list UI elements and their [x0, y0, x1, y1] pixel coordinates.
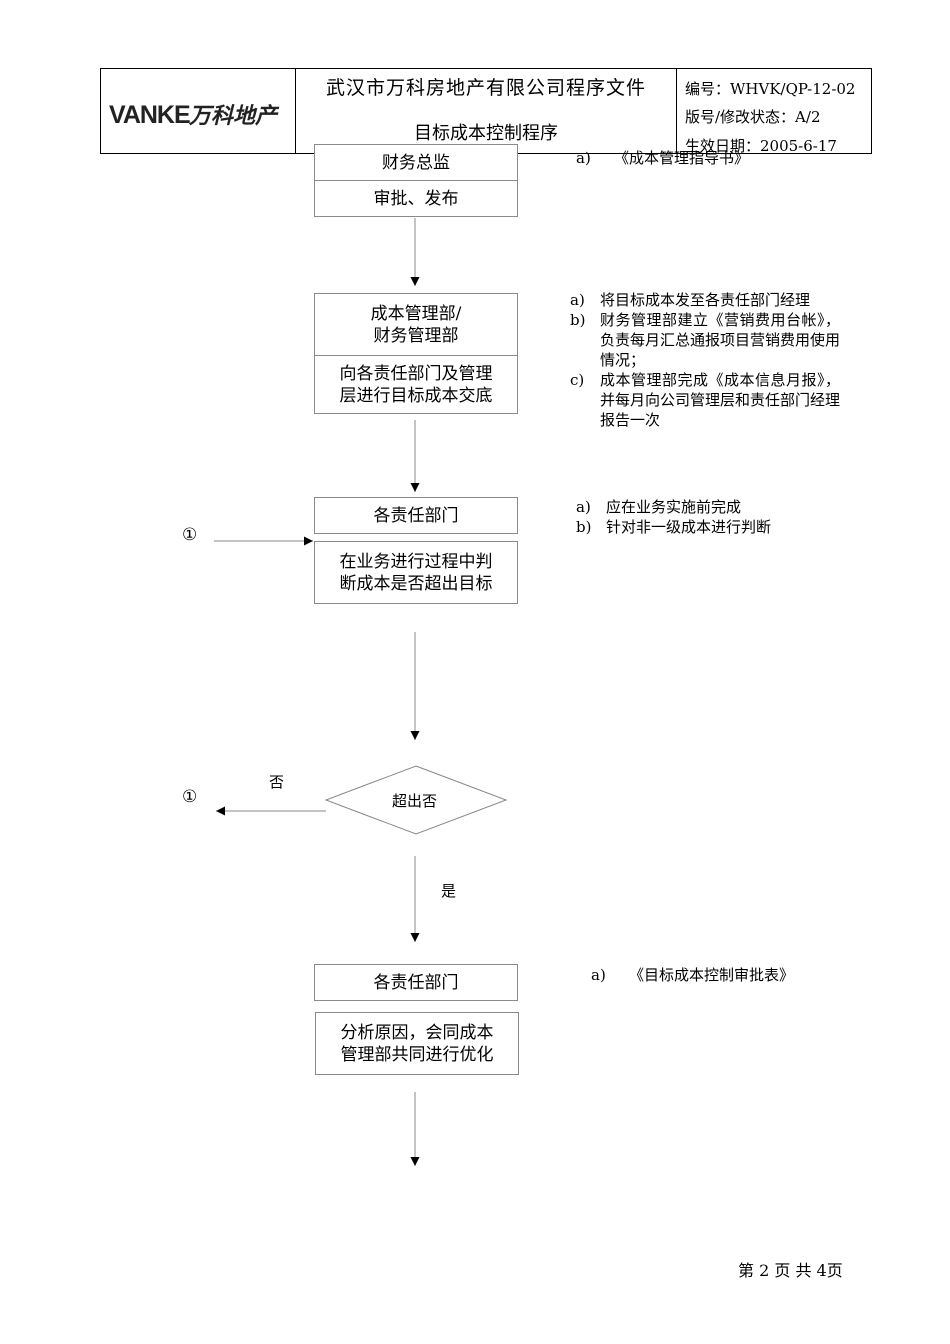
step3-action-box: 在业务进行过程中判 断成本是否超出目标	[314, 541, 518, 604]
title-cell: 武汉市万科房地产有限公司程序文件 目标成本控制程序	[296, 69, 677, 153]
step4-owner-box: 各责任部门	[314, 964, 518, 1001]
doc-version: 版号/修改状态：A/2	[685, 108, 821, 126]
step4-owner: 各责任部门	[373, 972, 459, 993]
step3-action-line1: 在业务进行过程中判	[339, 551, 493, 572]
document-title: 目标成本控制程序	[414, 123, 558, 144]
step1-owner-box: 财务总监	[314, 144, 518, 181]
step2-owner-line2: 财务管理部	[373, 325, 459, 346]
decision-yes-label: 是	[441, 882, 457, 900]
note-step4: a) 《目标成本控制审批表》	[591, 965, 794, 985]
decision-diamond	[324, 765, 508, 835]
page-number: 第 2 页 共 4页	[738, 1261, 843, 1280]
step3-owner: 各责任部门	[373, 505, 459, 526]
step2-action-box: 向各责任部门及管理 层进行目标成本交底	[314, 355, 518, 414]
note-item: a) 应在业务实施前完成	[576, 498, 742, 516]
decision-no-label: 否	[269, 773, 285, 791]
note-item: b) 针对非一级成本进行判断	[576, 518, 772, 536]
step3-owner-box: 各责任部门	[314, 497, 518, 534]
note-item: a) 《成本管理指导书》	[576, 149, 750, 167]
note-item: b) 财务管理部建立《营销费用台帐》，负责每月汇总通报项目营销费用使用情况；	[570, 311, 841, 369]
note-step1: a) 《成本管理指导书》	[576, 148, 749, 168]
meta-cell: 编号：WHVK/QP-12-02 版号/修改状态：A/2 生效日期：2005-6…	[677, 69, 871, 155]
step4-action-line2: 管理部共同进行优化	[340, 1044, 494, 1065]
step4-action-line1: 分析原因，会同成本	[340, 1022, 494, 1043]
note-item: c) 成本管理部完成《成本信息月报》，并每月向公司管理层和责任部门经理报告一次	[570, 371, 841, 429]
logo-cell: VANKE 万科地产	[101, 69, 296, 153]
document-header: VANKE 万科地产 武汉市万科房地产有限公司程序文件 目标成本控制程序 编号：…	[100, 68, 872, 155]
effective-date: 生效日期：2005-6-17	[685, 137, 837, 155]
note-item: a) 《目标成本控制审批表》	[591, 966, 795, 984]
step2-owner-line1: 成本管理部/	[370, 303, 462, 324]
note-step2: a) 将目标成本发至各责任部门经理 b) 财务管理部建立《营销费用台帐》，负责每…	[570, 290, 840, 430]
step2-owner-box: 成本管理部/ 财务管理部	[314, 293, 518, 356]
note-step3: a) 应在业务实施前完成 b) 针对非一级成本进行判断	[576, 497, 771, 537]
step1-owner: 财务总监	[382, 152, 450, 173]
company-doc-title: 武汉市万科房地产有限公司程序文件	[325, 77, 646, 99]
step4-action-box: 分析原因，会同成本 管理部共同进行优化	[315, 1012, 519, 1075]
note-item: a) 将目标成本发至各责任部门经理	[570, 291, 811, 309]
decision-label: 超出否	[392, 792, 438, 810]
step1-action: 审批、发布	[373, 188, 459, 209]
vanke-logo: VANKE 万科地产	[109, 101, 280, 129]
connector-1-top: ①	[182, 525, 198, 545]
logo-latin: VANKE	[109, 101, 190, 129]
connector-1-bottom: ①	[182, 787, 198, 807]
step2-action-line1: 向各责任部门及管理	[339, 363, 493, 384]
step2-action-line2: 层进行目标成本交底	[339, 385, 493, 406]
step3-action-line2: 断成本是否超出目标	[339, 573, 493, 594]
step1-action-box: 审批、发布	[314, 180, 518, 217]
doc-code: 编号：WHVK/QP-12-02	[685, 80, 856, 98]
logo-cn: 万科地产	[188, 104, 280, 129]
